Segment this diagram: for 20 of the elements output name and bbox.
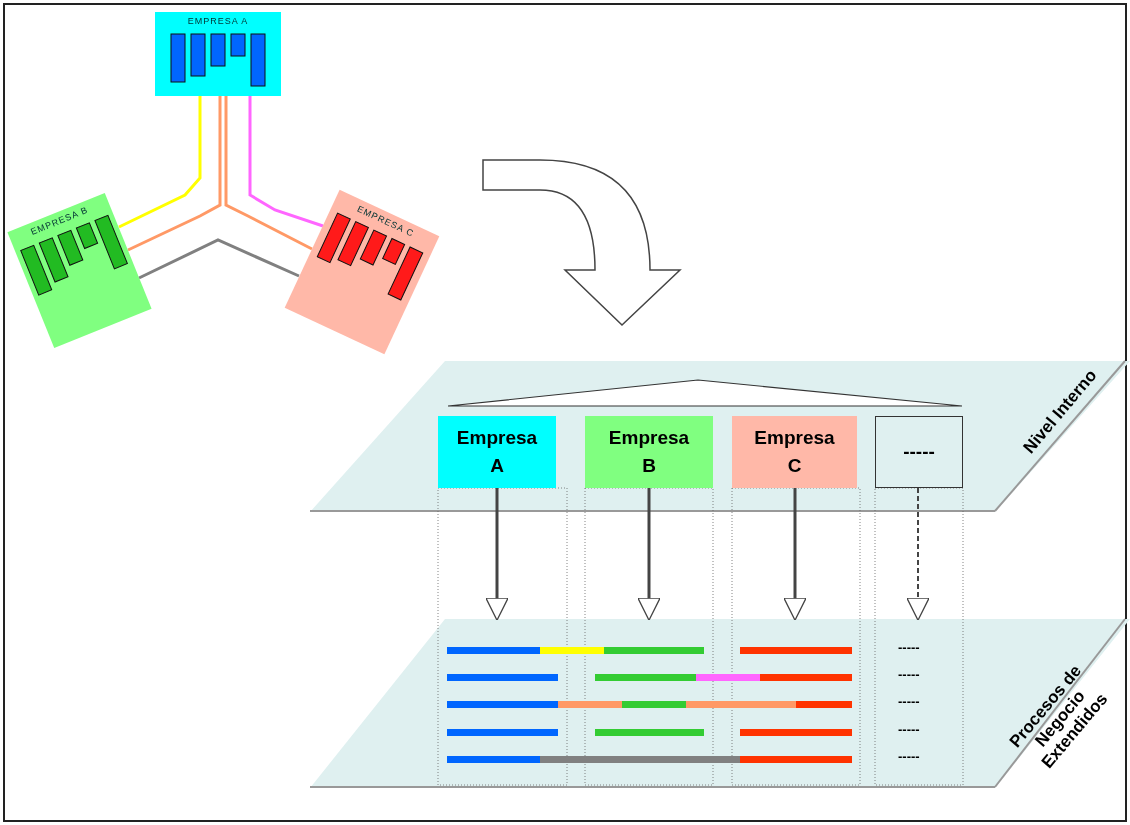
placeholder-text: ----- [898,722,920,737]
pipe-connector [127,96,222,252]
placeholder-text: ----- [898,694,920,709]
placeholder-text: ----- [898,749,920,764]
pipe-connector [248,96,324,228]
company-box [155,12,281,96]
pipe-connector [224,96,313,251]
company-header: ----- [875,416,963,488]
company-header: Empresa C [732,416,857,488]
arrow [485,488,509,621]
pipe-connector [118,96,202,229]
placeholder-text: ----- [898,640,920,655]
company-header: Empresa B [585,416,713,488]
company-header: Empresa A [438,416,556,488]
arrow [783,488,807,621]
company-label: EMPRESA A [186,16,250,26]
placeholder-text: ----- [898,667,920,682]
pipe-connector [138,238,300,280]
arrow [906,487,930,621]
arrow [637,488,661,621]
